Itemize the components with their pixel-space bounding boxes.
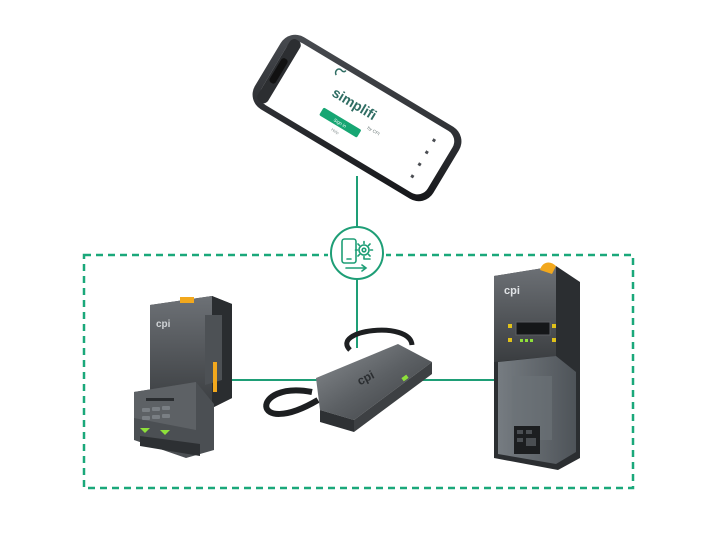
app-signin-button[interactable] — [319, 107, 361, 138]
app-logo-icon — [334, 68, 347, 76]
changer-brand: cpi — [504, 285, 520, 297]
validator-keypad — [142, 406, 170, 420]
sync-hub — [330, 226, 384, 280]
phone-settings-sync-icon — [341, 238, 374, 272]
coin-changer-device: cpi — [494, 262, 580, 470]
bill-validator-device: cpi — [134, 296, 232, 458]
interface-adapter-device: cpi — [263, 327, 432, 432]
adapter-status-led — [401, 374, 409, 382]
system-boundary-dashed — [82, 253, 635, 490]
app-signin-button-label: Sign in — [333, 117, 348, 129]
changer-buttons — [508, 324, 556, 342]
app-help-link[interactable]: Help — [330, 127, 340, 136]
validator-brand: cpi — [156, 319, 171, 330]
smartphone: simplifi by CPI Sign in Help — [252, 34, 462, 202]
phone-navbar — [410, 138, 437, 179]
changer-display — [515, 321, 551, 336]
app-tagline: by CPI — [366, 125, 380, 136]
